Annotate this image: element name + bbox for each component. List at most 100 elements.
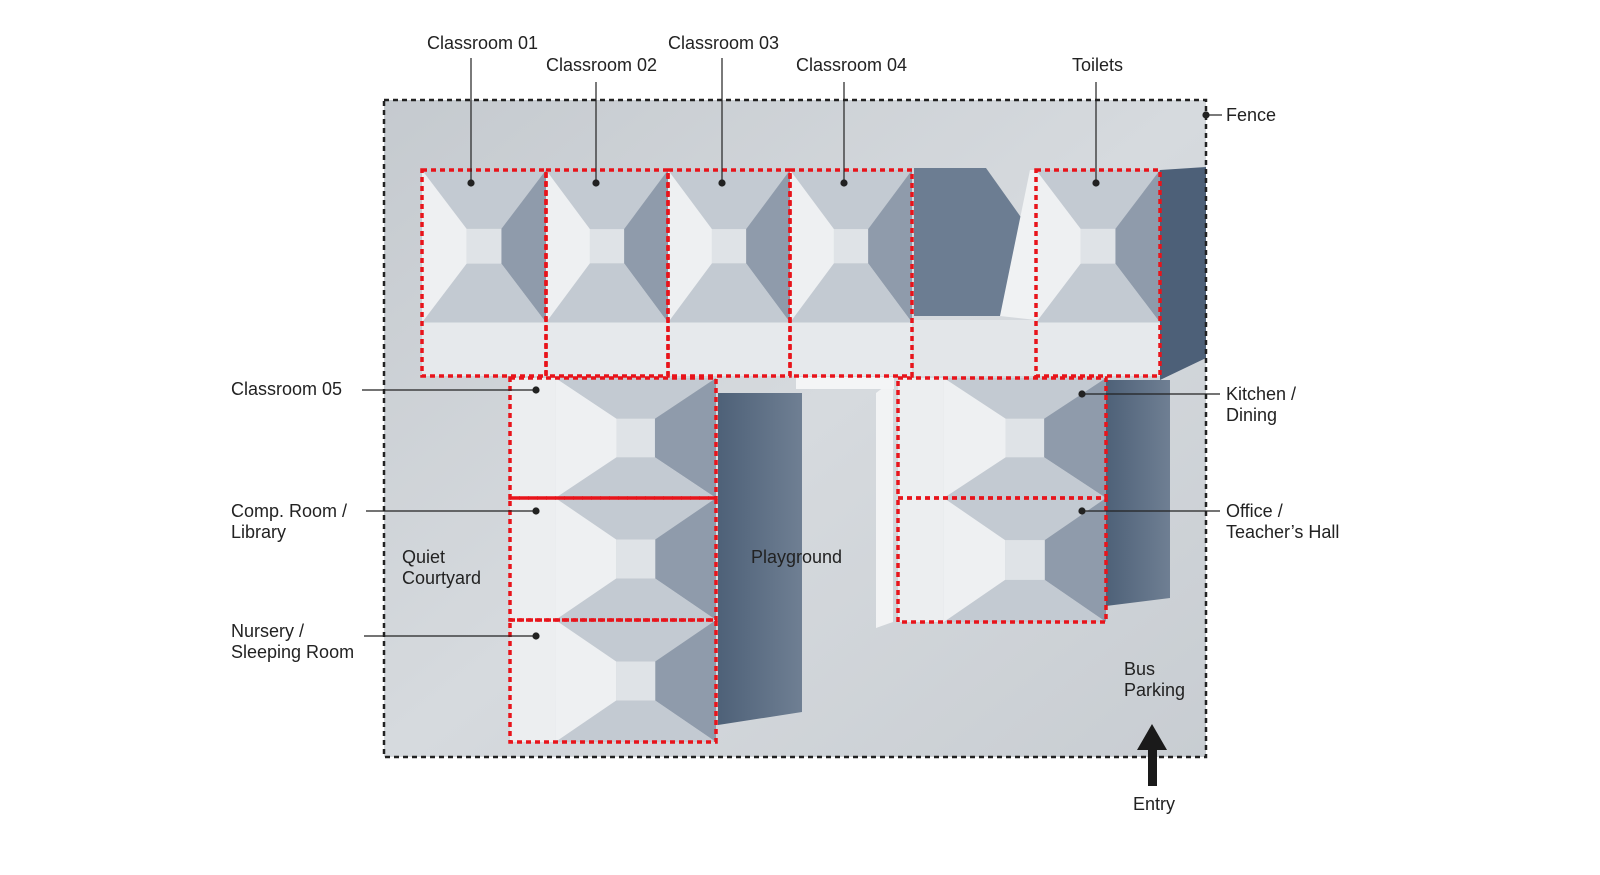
label-entry: Entry bbox=[1133, 794, 1176, 814]
label-office-line2: Teacher’s Hall bbox=[1226, 522, 1340, 542]
kitchen-roof-top bbox=[1005, 418, 1045, 458]
kitchen-slab bbox=[898, 378, 944, 498]
classroom-05-roof-west bbox=[555, 378, 617, 498]
roofs bbox=[422, 170, 1160, 742]
toilets-roof-west bbox=[1036, 170, 1081, 323]
classroom-03-roof-south bbox=[668, 263, 790, 323]
walkway bbox=[796, 377, 894, 389]
nursery-slab bbox=[510, 620, 556, 742]
outline-comp-room bbox=[508, 496, 718, 622]
label-comp-room-line1: Comp. Room / bbox=[231, 501, 348, 521]
nursery-roof-west bbox=[555, 620, 617, 742]
outline-nursery bbox=[508, 618, 718, 744]
classroom-01-roof-east bbox=[501, 170, 546, 323]
label-office-line1: Office / bbox=[1226, 501, 1283, 521]
label-playground: Playground bbox=[751, 547, 843, 567]
classroom-02-roof-east bbox=[624, 170, 668, 323]
classroom-03-slab bbox=[668, 322, 790, 376]
label-bus-line2: Parking bbox=[1124, 680, 1186, 700]
classroom-05-slab bbox=[510, 378, 556, 498]
toilets-roof-top bbox=[1080, 228, 1116, 264]
label-office: Office / Teacher’s Hall bbox=[1226, 501, 1339, 543]
classroom-03-roof-east bbox=[746, 170, 790, 323]
label-quiet-line2: Courtyard bbox=[402, 568, 482, 588]
label-nursery-line2: Sleeping Room bbox=[231, 642, 355, 662]
classroom-02-roof-north bbox=[546, 170, 668, 230]
classroom-02-roof-west bbox=[546, 170, 590, 323]
connector-slab bbox=[914, 320, 1036, 376]
classroom-01-roof-south bbox=[422, 263, 546, 323]
kitchen-roof-south bbox=[943, 457, 1106, 498]
toilets-screen bbox=[1000, 170, 1036, 320]
label-kitchen-line2: Dining bbox=[1226, 405, 1278, 425]
classroom-03-roof-west bbox=[668, 170, 712, 323]
fence-outline bbox=[382, 98, 1208, 759]
classroom-05-roof-north bbox=[555, 378, 716, 419]
office-slab bbox=[898, 498, 944, 622]
toilets-roof-south bbox=[1036, 263, 1160, 323]
shadow-playground bbox=[718, 393, 802, 725]
comp-room-roof-east bbox=[655, 498, 716, 620]
label-classroom-04: Classroom 04 bbox=[796, 55, 908, 75]
room-outlines bbox=[420, 168, 1162, 744]
leader-lines bbox=[362, 58, 1222, 640]
shadow-northeast bbox=[1160, 167, 1206, 380]
label-quiet-line1: Quiet bbox=[402, 547, 446, 567]
label-quiet-courtyard: Quiet Courtyard bbox=[402, 547, 481, 589]
comp-room-roof-west bbox=[555, 498, 617, 620]
classroom-04-roof-east bbox=[868, 170, 912, 323]
office-roof-south bbox=[943, 579, 1106, 622]
nursery-roof-north bbox=[555, 620, 716, 662]
court-wall bbox=[876, 380, 893, 628]
classroom-01-roof-north bbox=[422, 170, 546, 229]
kitchen-roof-west bbox=[943, 378, 1006, 498]
label-classroom-02: Classroom 02 bbox=[546, 55, 658, 75]
classroom-02-roof-south bbox=[546, 263, 668, 323]
kitchen-roof-east bbox=[1044, 378, 1106, 498]
classroom-01-roof-top bbox=[466, 228, 502, 264]
label-toilets: Toilets bbox=[1072, 55, 1124, 75]
classroom-04-slab bbox=[790, 322, 912, 376]
kitchen-roof-north bbox=[943, 378, 1106, 419]
classroom-04-roof-south bbox=[790, 263, 912, 323]
office-roof-west bbox=[943, 498, 1006, 622]
office-roof-east bbox=[1044, 498, 1106, 622]
nursery-roof-south bbox=[555, 700, 716, 742]
classroom-01-slab bbox=[422, 322, 546, 376]
comp-room-roof-south bbox=[555, 578, 716, 620]
label-fence: Fence bbox=[1226, 105, 1277, 125]
toilets-roof-east bbox=[1115, 170, 1160, 323]
classroom-04-roof-top bbox=[833, 229, 869, 264]
label-bus-line1: Bus bbox=[1124, 659, 1156, 679]
label-nursery-line1: Nursery / bbox=[231, 621, 305, 641]
label-kitchen-line1: Kitchen / bbox=[1226, 384, 1297, 404]
classroom-03-roof-top bbox=[711, 229, 747, 264]
toilets-roof-north bbox=[1036, 170, 1160, 229]
label-classroom-01: Classroom 01 bbox=[427, 33, 539, 53]
label-nursery: Nursery / Sleeping Room bbox=[231, 621, 354, 663]
label-comp-room-line2: Library bbox=[231, 522, 287, 542]
classroom-02-roof-top bbox=[589, 229, 625, 264]
toilets-slab bbox=[1036, 322, 1160, 376]
entry-arrow-icon bbox=[1137, 724, 1167, 786]
label-classroom-05: Classroom 05 bbox=[231, 379, 343, 399]
label-kitchen: Kitchen / Dining bbox=[1226, 384, 1296, 426]
outline-toilets bbox=[1034, 168, 1162, 378]
office-roof-north bbox=[943, 498, 1106, 541]
nursery-roof-top bbox=[616, 661, 656, 701]
outline-classroom-04 bbox=[788, 168, 914, 378]
nursery-roof-east bbox=[655, 620, 716, 742]
shadow-roof-dark bbox=[914, 168, 1030, 316]
classroom-04-roof-north bbox=[790, 170, 912, 230]
shadow-east bbox=[1106, 380, 1170, 606]
classroom-05-roof-east bbox=[654, 378, 716, 498]
label-classroom-03: Classroom 03 bbox=[668, 33, 780, 53]
classroom-05-roof-south bbox=[555, 457, 716, 498]
label-bus-parking: Bus Parking bbox=[1124, 659, 1185, 701]
classroom-04-roof-west bbox=[790, 170, 834, 323]
classroom-03-roof-north bbox=[668, 170, 790, 230]
comp-room-roof-north bbox=[555, 498, 716, 540]
classroom-01-roof-west bbox=[422, 170, 467, 323]
outline-classroom-05 bbox=[508, 376, 718, 500]
